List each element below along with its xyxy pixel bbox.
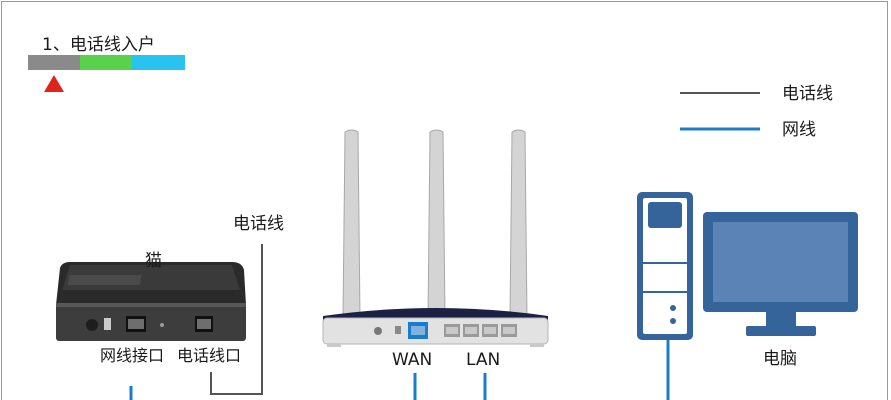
modem-phone-port-label: 电话线口 (177, 346, 241, 366)
pc-tower-icon (637, 192, 693, 340)
router-wan-label: WAN (392, 350, 432, 370)
computer-label: 电脑 (763, 349, 797, 369)
router-lan-label: LAN (466, 350, 500, 370)
router-icon (323, 308, 548, 347)
legend-network-line-label: 网线 (782, 120, 816, 140)
progress-marker-icon (44, 75, 64, 92)
legend-phone-line-label: 电话线 (782, 84, 833, 104)
phone-line-label: 电话线 (233, 214, 284, 234)
pc-monitor-icon (703, 212, 858, 336)
modem-net-port-label: 网线接口 (100, 346, 164, 366)
modem-icon (56, 262, 246, 341)
modem-label: 猫 (145, 251, 162, 271)
router-antennas-icon (343, 130, 527, 318)
